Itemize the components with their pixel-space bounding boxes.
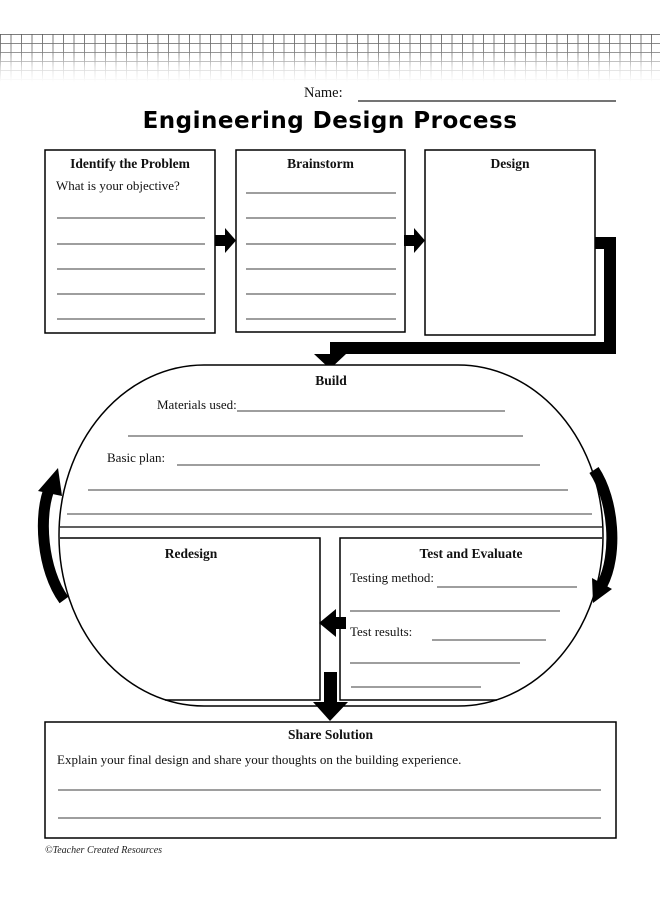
build-title: Build	[315, 373, 347, 388]
arrow-right-icon	[404, 228, 425, 253]
page-title: Engineering Design Process	[142, 108, 518, 134]
share-write-lines	[58, 789, 601, 819]
identify-problem-box	[44, 149, 216, 334]
design-box	[424, 149, 596, 336]
build-write-lines	[67, 410, 592, 515]
share-solution-box	[44, 721, 617, 839]
test-results-label: Test results:	[350, 624, 413, 639]
design-to-build-connector	[314, 237, 616, 369]
graph-paper-band	[0, 34, 660, 82]
test-evaluate-title: Test and Evaluate	[419, 546, 523, 561]
redesign-title: Redesign	[164, 546, 218, 561]
design-cycle-oval	[58, 364, 604, 707]
cycle-arrow-right-icon	[589, 466, 618, 603]
name-label: Name:	[304, 85, 343, 101]
basic-plan-label: Basic plan:	[107, 450, 166, 465]
materials-used-label: Materials used:	[157, 397, 237, 412]
redesign-box	[60, 537, 321, 701]
arrow-down-icon	[314, 354, 346, 369]
cycle-arrow-left-icon	[37, 468, 69, 604]
test-write-lines	[350, 586, 577, 688]
brainstorm-write-lines	[246, 192, 396, 320]
design-title: Design	[490, 156, 530, 171]
brainstorm-box	[235, 149, 406, 333]
arrow-down-share-icon	[313, 672, 348, 721]
share-solution-title: Share Solution	[288, 727, 373, 742]
copyright-label: ©Teacher Created Resources	[45, 845, 163, 856]
brainstorm-title: Brainstorm	[287, 156, 354, 171]
testing-method-label: Testing method:	[350, 570, 434, 585]
identify-write-lines	[57, 217, 205, 320]
identify-problem-title: Identify the Problem	[70, 156, 190, 171]
share-prompt-label: Explain your final design and share your…	[57, 752, 462, 767]
identify-question-label: What is your objective?	[56, 178, 180, 193]
arrow-right-icon	[215, 228, 236, 253]
arrow-left-icon	[319, 609, 346, 637]
